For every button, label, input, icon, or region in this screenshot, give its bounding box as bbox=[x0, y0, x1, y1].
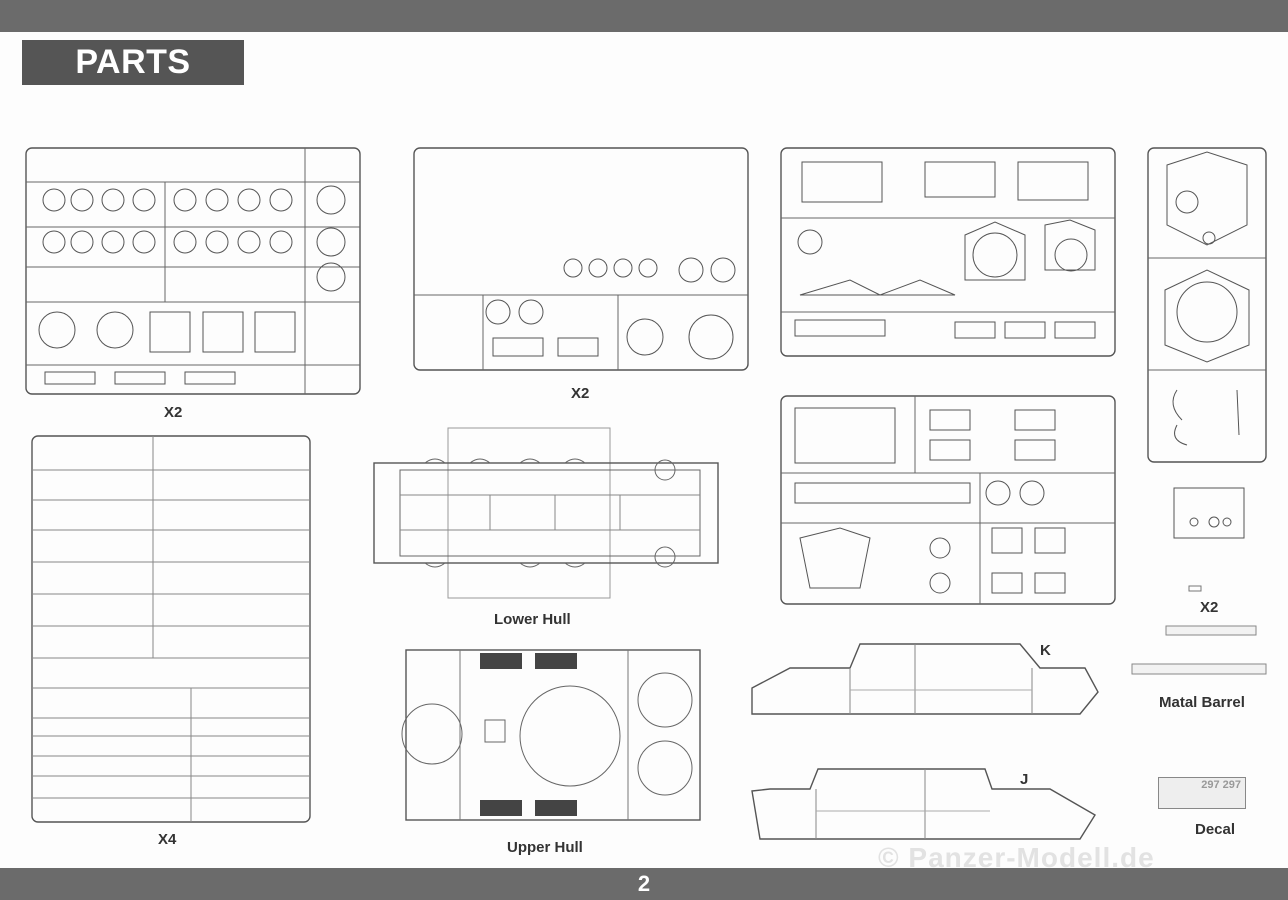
hull-side-j bbox=[750, 765, 1100, 845]
decal-sheet: 297 297 bbox=[1158, 777, 1246, 809]
upper-hull-drawing bbox=[401, 649, 701, 821]
sprue-turret-parts-drawing bbox=[780, 147, 1116, 357]
sprue-track-links-count: X4 bbox=[158, 831, 177, 848]
sprue-turret-shell bbox=[1147, 140, 1267, 465]
hull-side-j-drawing bbox=[751, 768, 1096, 840]
hull-side-k-label: K bbox=[1040, 642, 1051, 659]
sprue-wheels-drawing bbox=[25, 147, 361, 395]
sprue-wheels-count: X2 bbox=[164, 404, 183, 421]
hull-side-k-drawing bbox=[751, 643, 1099, 715]
upper-hull-part bbox=[400, 648, 705, 823]
metal-barrels-drawing bbox=[1131, 585, 1267, 675]
lower-hull-label: Lower Hull bbox=[494, 611, 571, 628]
bottom-bar: 2 bbox=[0, 868, 1288, 900]
sprue-small-parts-count: X2 bbox=[571, 385, 590, 402]
lower-hull-part bbox=[370, 425, 722, 600]
sprue-turret-parts bbox=[780, 140, 1116, 360]
sprue-track-links bbox=[31, 426, 311, 824]
metal-barrel-label: Matal Barrel bbox=[1159, 694, 1245, 711]
top-bar bbox=[0, 0, 1288, 32]
sprue-track-links-drawing bbox=[31, 435, 311, 823]
sprue-wheels bbox=[25, 140, 361, 396]
lower-hull-drawing bbox=[373, 427, 719, 599]
hull-side-j-label: J bbox=[1020, 771, 1029, 788]
sprue-turret-shell-drawing bbox=[1147, 147, 1267, 463]
sprue-hull-details-drawing bbox=[780, 395, 1116, 605]
decal-number-text: 297 297 bbox=[1201, 779, 1241, 791]
sprue-small-parts-drawing bbox=[413, 147, 749, 371]
page-number: 2 bbox=[637, 871, 651, 896]
hull-side-k bbox=[750, 640, 1100, 720]
decal-label: Decal bbox=[1195, 821, 1236, 838]
sprue-hull-details bbox=[780, 388, 1116, 606]
page-title: PARTS bbox=[22, 40, 244, 85]
metal-barrels bbox=[1130, 582, 1272, 682]
small-part-sheet bbox=[1172, 482, 1247, 540]
sprue-small-parts bbox=[413, 140, 749, 372]
watermark: © Panzer-Modell.de bbox=[878, 842, 1155, 873]
barrel-count: X2 bbox=[1200, 599, 1219, 616]
small-part-sheet-drawing bbox=[1173, 487, 1245, 539]
upper-hull-label: Upper Hull bbox=[507, 839, 583, 856]
